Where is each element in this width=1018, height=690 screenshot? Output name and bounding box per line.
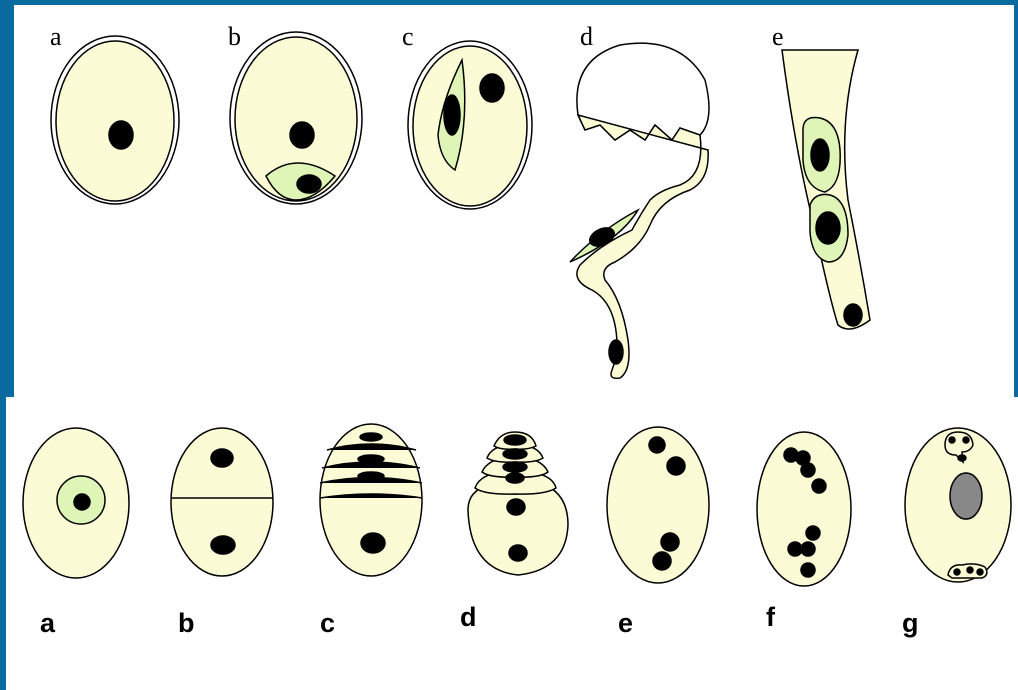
bottom-cell-c [320,424,422,576]
nucleus [801,563,815,577]
bottom-cell-d [468,432,568,575]
top-cell-e [782,50,870,329]
nucleus [297,175,321,193]
bottom-cell-a [23,428,129,578]
nucleus [806,526,820,540]
bottom-cell-g [905,428,1011,582]
nucleus [788,542,802,556]
nucleus [816,212,840,244]
nucleus [609,340,623,364]
large-nucleus [950,473,982,519]
nucleus [667,457,685,475]
nucleus [801,542,815,556]
nucleus [509,545,527,561]
nucleus [361,533,385,553]
nucleus [480,74,504,102]
bottom-label-f: f [766,602,775,633]
nucleus [444,95,460,135]
top-label-e: e [772,22,784,52]
bottom-cell-e [607,427,709,583]
nucleus [649,437,665,453]
top-cell-d [570,43,709,378]
top-label-d: d [580,22,593,52]
nucleus [358,472,384,480]
nucleus [211,449,233,467]
nucleus [360,433,382,441]
top-cell-c [408,41,532,209]
bottom-label-g: g [902,608,919,639]
bottom-cell-b [171,428,273,576]
nucleus [507,499,525,515]
nucleus [290,122,314,148]
nucleus [506,473,524,483]
nucleus [504,435,526,445]
bottom-label-a: a [40,608,55,639]
nucleus [812,479,826,493]
top-label-b: b [228,22,241,52]
nucleus [801,463,815,477]
bottom-label-b: b [178,608,195,639]
nucleus [109,121,133,149]
nucleus [653,552,671,570]
nucleus [811,139,829,171]
nucleus [661,533,679,551]
top-label-a: a [50,22,62,52]
nucleus [503,449,527,459]
bottom-label-c: c [320,608,335,639]
bottom-label-d: d [460,602,477,633]
top-cell-a [51,36,179,204]
nucleus [211,536,235,554]
nucleus [74,494,90,510]
top-label-c: c [402,22,414,52]
nucleus [503,462,527,472]
bottom-cell-f [757,432,851,586]
bottom-label-e: e [618,608,633,639]
nucleus [844,304,862,326]
top-cell-b [230,32,362,204]
nucleus [358,455,384,463]
